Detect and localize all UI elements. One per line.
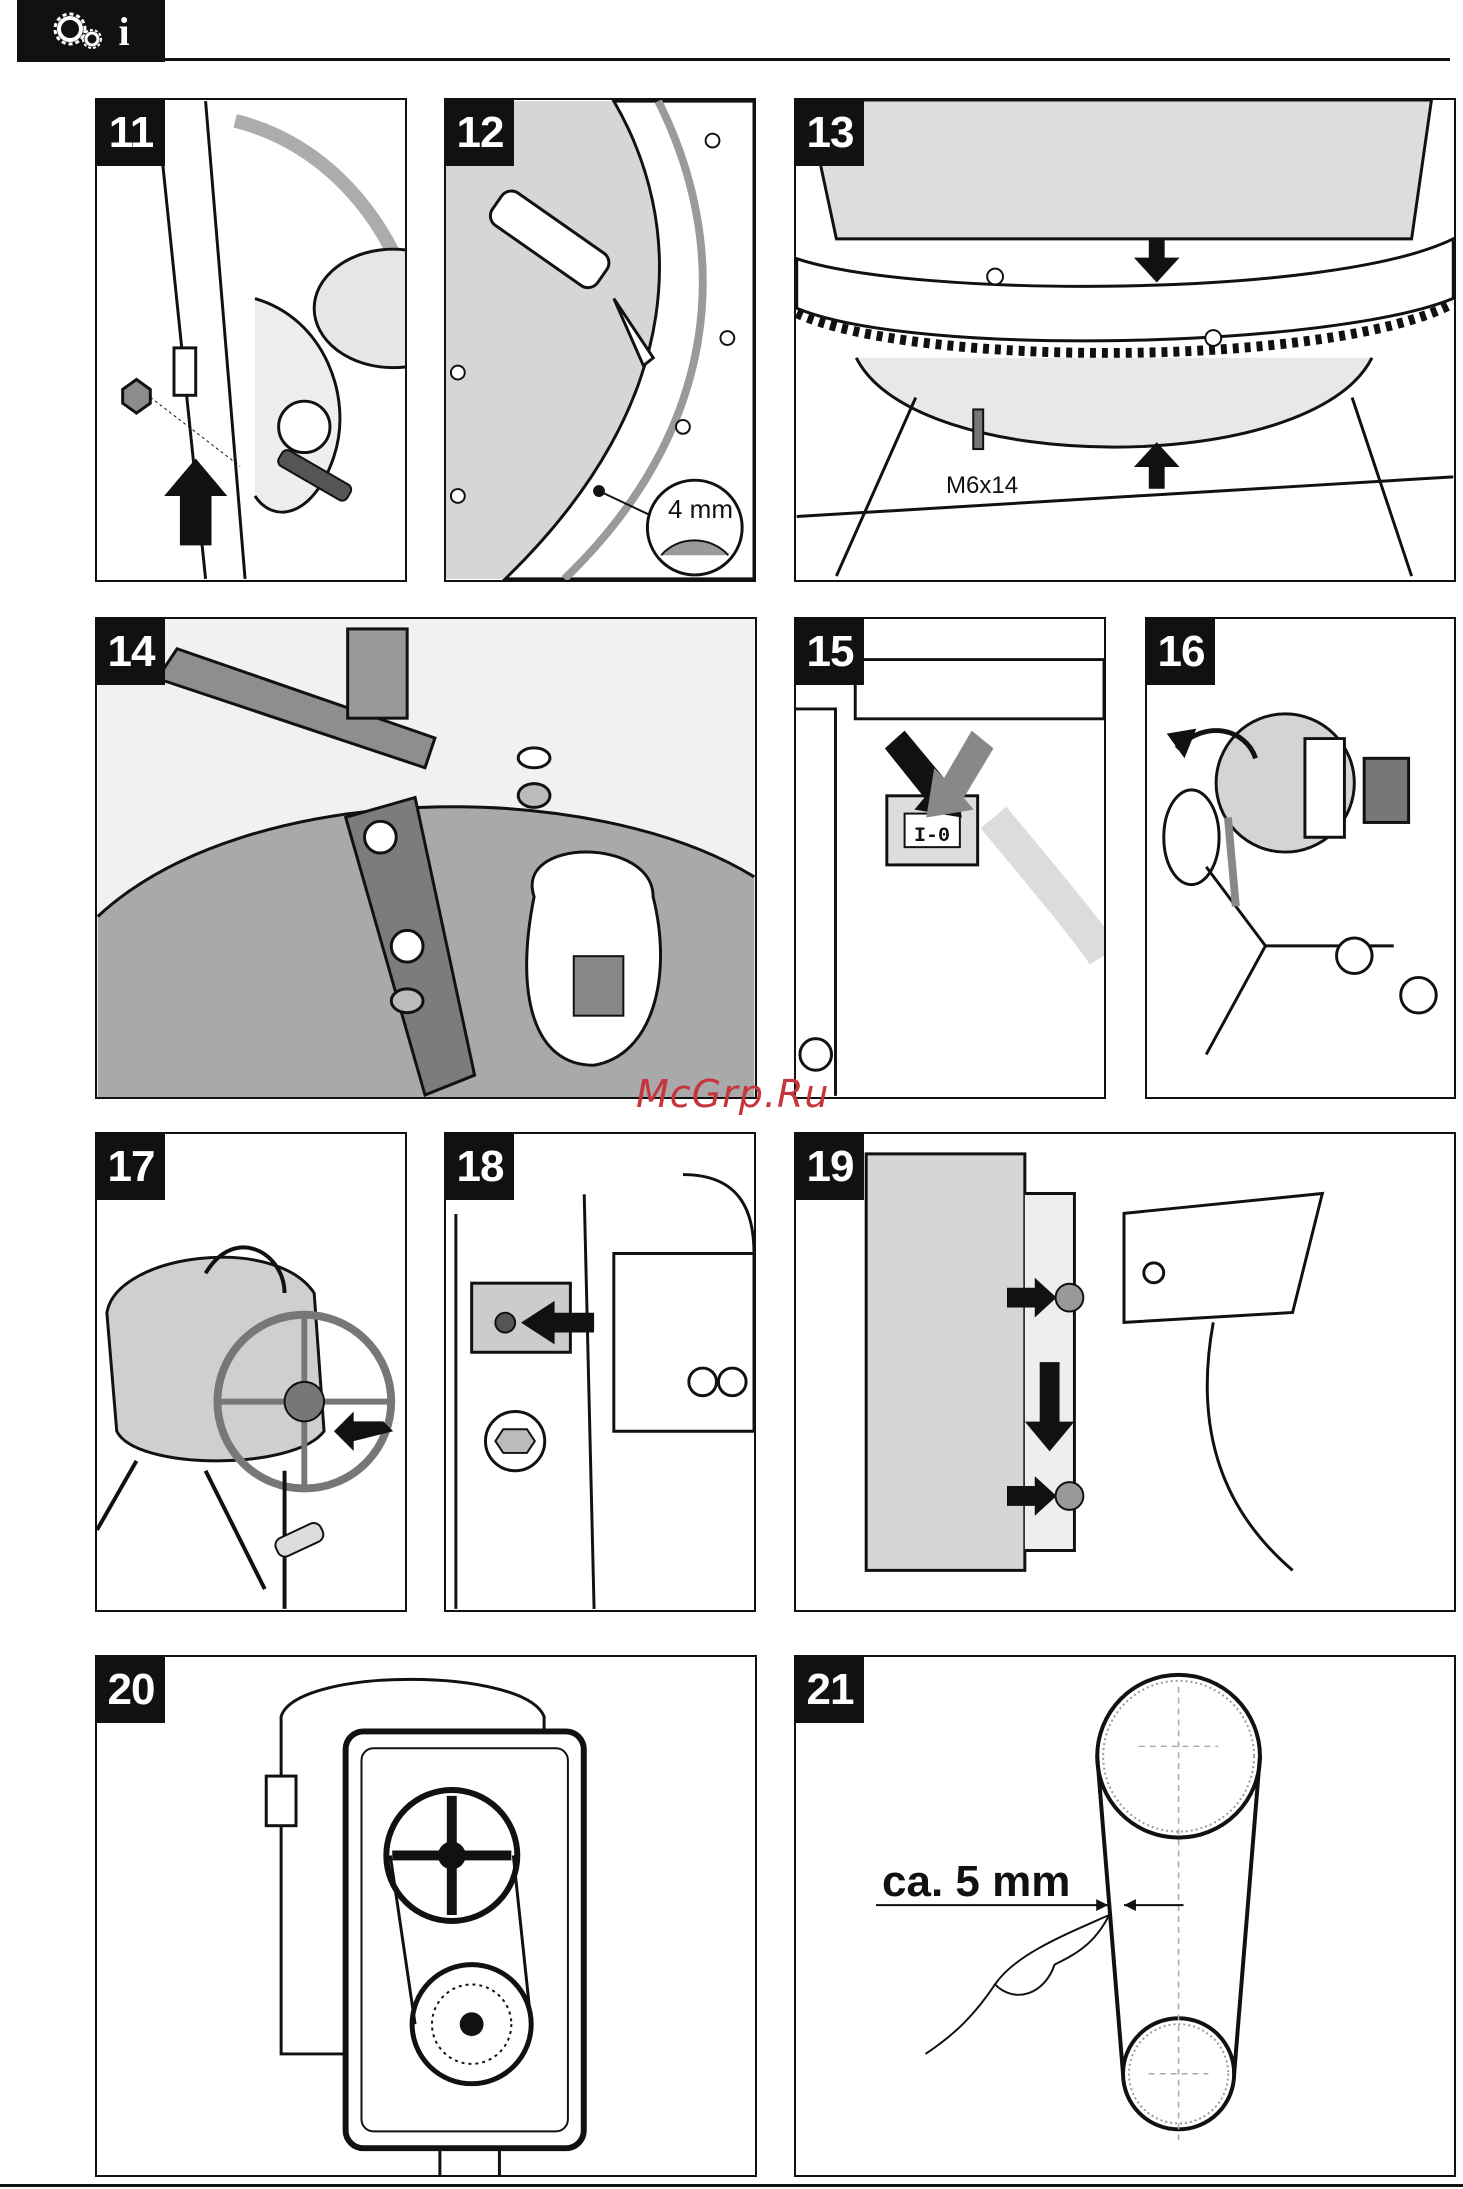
header-rule — [165, 58, 1450, 61]
info-icon: i — [118, 8, 129, 55]
tilt-lock-illustration — [446, 1134, 754, 1610]
watermark: McGrp.Ru — [636, 1072, 829, 1116]
figure-18: 18 — [444, 1132, 756, 1612]
figure-number: 18 — [446, 1134, 514, 1200]
figure-16: 16 — [1145, 617, 1456, 1099]
gears-icon — [52, 9, 112, 53]
on-off-switch-illustration — [796, 619, 1104, 1097]
motor-housing-illustration — [796, 1134, 1454, 1610]
figure-number: 16 — [1147, 619, 1215, 685]
figure-17: 17 — [95, 1132, 407, 1612]
figure-15: 15 I-0 — [794, 617, 1106, 1099]
drum-ring-illustration — [796, 100, 1454, 580]
figure-13: 13 M6x14 — [794, 98, 1456, 582]
figure-20: 20 — [95, 1655, 757, 2177]
figure-number: 17 — [97, 1134, 165, 1200]
figure-number: 19 — [796, 1134, 864, 1200]
figure-number: 12 — [446, 100, 514, 166]
figure-12: 12 4 mm — [444, 98, 756, 582]
figure-11: 11 — [95, 98, 407, 582]
switch-label: I-0 — [914, 825, 950, 848]
figure-number: 11 — [97, 100, 165, 166]
figure-number: 20 — [97, 1657, 165, 1723]
belt-drive-open-illustration — [97, 1657, 755, 2175]
footer-rule — [0, 2184, 1463, 2187]
figure-21: 21 ca. 5 mm — [794, 1655, 1456, 2177]
hand-wheel-illustration — [97, 1134, 405, 1610]
figure-14: 14 — [95, 617, 757, 1099]
header-icon-block: i — [17, 0, 165, 62]
frame-bolt-illustration — [97, 100, 405, 580]
dimension-callout: 4 mm — [668, 494, 733, 525]
figure-19: 19 — [794, 1132, 1456, 1612]
belt-tension-illustration — [796, 1657, 1454, 2175]
figure-number: 13 — [796, 100, 864, 166]
figure-number: 14 — [97, 619, 165, 685]
mixing-blade-illustration — [97, 619, 755, 1097]
figure-number: 15 — [796, 619, 864, 685]
figure-number: 21 — [796, 1657, 864, 1723]
mixer-tilt-illustration — [1147, 619, 1454, 1097]
screw-size-callout: M6x14 — [942, 472, 1022, 500]
belt-deflection-callout: ca. 5 mm — [882, 1857, 1070, 1907]
